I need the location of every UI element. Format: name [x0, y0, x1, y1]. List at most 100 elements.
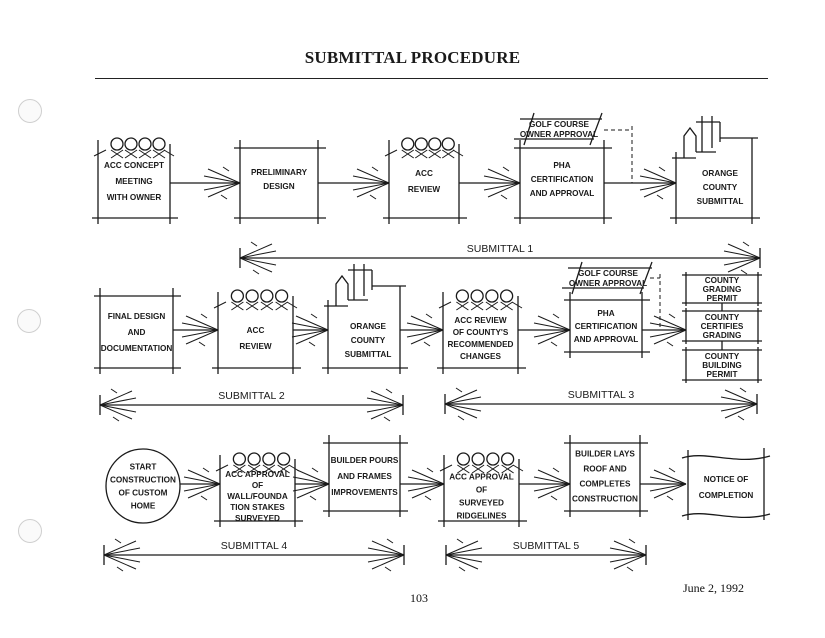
arrowhead-icon [352, 166, 390, 200]
step-label-line: SURVEYED [235, 514, 280, 523]
flow-connector [400, 313, 444, 347]
step-label-line: BUILDER POURS [331, 456, 399, 465]
step-label-line: RIDGELINES [456, 512, 507, 521]
arrowhead-icon [407, 467, 445, 501]
submittal-span: SUBMITTAL 2 [99, 388, 404, 422]
step-label-line: WALL/FOUNDA [227, 492, 288, 501]
step-label-line: COUNTY [351, 336, 386, 345]
arrowhead-icon [366, 388, 404, 422]
page-number: 103 [410, 591, 428, 605]
submittal-span-label: SUBMITTAL 3 [568, 389, 635, 401]
step-label-line: WITH OWNER [107, 193, 162, 202]
arrowhead-icon [181, 313, 219, 347]
step-label-line: CERTIFIES [701, 322, 744, 331]
step-label-line: OWNER APPROVAL [520, 130, 598, 139]
row-2: FINAL DESIGNANDDOCUMENTATIONACCREVIEWORA… [94, 261, 762, 422]
step-label-line: ACC [415, 169, 433, 178]
step-label-line: ACC [247, 326, 265, 335]
step-acc-review: ACC REVIEW [212, 289, 301, 374]
flow-connector [640, 467, 687, 501]
step-label-line: ACC CONCEPT [104, 161, 164, 170]
step-label-line: ACC REVIEW [454, 316, 507, 325]
step-label-line: REVIEW [239, 342, 272, 351]
step-label-line: BUILDER LAYS [575, 450, 635, 459]
step-label-line: PRELIMINARY [251, 168, 308, 177]
step-label-line: TION STAKES [230, 503, 285, 512]
step-label-line: AND APPROVAL [574, 335, 639, 344]
people-icon [215, 452, 300, 474]
step-label-line: PERMIT [707, 370, 738, 379]
submittal-span: SUBMITTAL 4 [103, 538, 405, 572]
arrowhead-icon [367, 538, 405, 572]
binder-hole-top [18, 99, 42, 123]
submittal-span-label: SUBMITTAL 1 [467, 243, 534, 255]
step-label-line: OF [476, 486, 487, 495]
step-label-line: START [130, 463, 157, 472]
step-label-line: PHA [597, 309, 614, 318]
step-label-line: GOLF COURSE [578, 269, 639, 278]
county-permit-stack: COUNTYGRADINGPERMITCOUNTYCERTIFIESGRADIN… [682, 272, 762, 383]
building-icon [324, 264, 406, 307]
step-label-line: PHA [553, 161, 570, 170]
step-label-line: IMPROVEMENTS [331, 488, 398, 497]
arrowhead-icon [533, 467, 571, 501]
submittal-span-label: SUBMITTAL 5 [513, 540, 580, 552]
title-divider [95, 78, 768, 79]
arrowhead-icon [639, 166, 677, 200]
arrowhead-icon [723, 241, 761, 275]
binder-hole-bottom [18, 519, 42, 543]
arrowhead-icon [239, 241, 277, 275]
step-label-line: COMPLETES [580, 480, 631, 489]
submittal-span-label: SUBMITTAL 4 [221, 540, 288, 552]
step-label-line: GOLF COURSE [529, 120, 590, 129]
building-icon [672, 116, 758, 159]
step-label-line: BUILDING [702, 361, 742, 370]
step-label-line: DOCUMENTATION [101, 344, 173, 353]
step-label-line: REVIEW [408, 185, 441, 194]
step-label-line: CHANGES [460, 352, 501, 361]
submittal-span: SUBMITTAL 5 [445, 538, 647, 572]
flow-connector [318, 166, 390, 200]
step-label-line: COUNTY [705, 276, 740, 285]
arrowhead-icon [483, 166, 521, 200]
arrowhead-icon [445, 538, 483, 572]
flow-connector [291, 313, 329, 347]
flow-connector [642, 313, 687, 347]
people-icon [439, 452, 524, 474]
step-label-line: PERMIT [707, 294, 738, 303]
arrowhead-icon [609, 538, 647, 572]
step-label-line: CERTIFICATION [531, 175, 594, 184]
step-label-line: ACC APPROVAL [449, 473, 514, 482]
arrowhead-icon [103, 538, 141, 572]
arrowhead-icon [649, 313, 687, 347]
flow-connector [519, 467, 571, 501]
step-label-line: CERTIFICATION [575, 322, 638, 331]
flow-connector [400, 467, 445, 501]
step-label-line: NOTICE OF [704, 475, 749, 484]
arrowhead-icon [444, 387, 482, 421]
step-label-line: HOME [131, 502, 156, 511]
flow-connector [170, 166, 241, 200]
arrowhead-icon [406, 313, 444, 347]
flow-connector [518, 313, 571, 347]
step-preliminary-design: PRELIMINARY DESIGN [234, 140, 326, 224]
submittal-span: SUBMITTAL 1 [239, 241, 761, 275]
step-label-line: DESIGN [263, 182, 294, 191]
step-label-line: COUNTY [705, 352, 740, 361]
arrowhead-icon [203, 166, 241, 200]
arrowhead-icon [533, 313, 571, 347]
